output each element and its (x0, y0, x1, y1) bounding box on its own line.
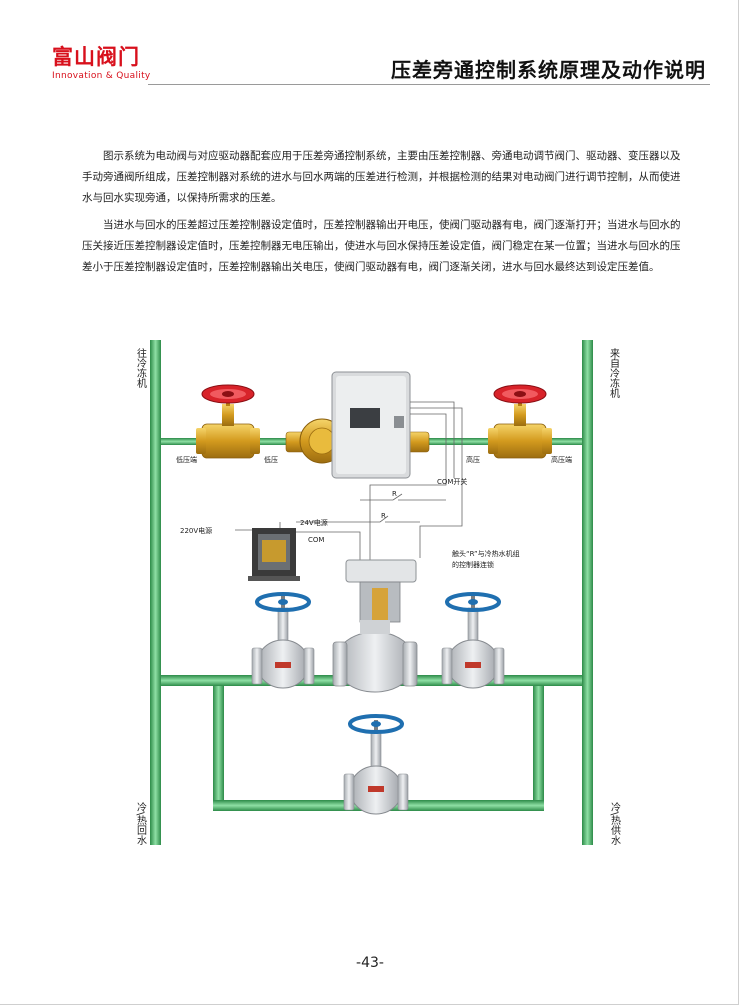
brand-logo: 富山阀门 Innovation & Quality (52, 45, 151, 81)
left-bypass-globe-valve (251, 592, 315, 689)
interlock-note-line-1: 触头“R”与冷热水机组 (452, 549, 520, 558)
r-contact-label-1: R (392, 490, 397, 498)
lower-loop-right (533, 686, 544, 811)
supply-water-label: 冷\热供水 (609, 801, 621, 846)
paragraph-1: 图示系统为电动阀与对应驱动器配套应用于压差旁通控制系统，主要由压差控制器、旁通电… (82, 150, 681, 204)
to-chiller-label: 往冷冻机 (135, 347, 147, 389)
left-main-pipe (150, 340, 161, 845)
differential-pressure-controller (299, 371, 411, 479)
blue-handwheel-icon (348, 714, 404, 734)
high-end-label: 高压端 (551, 455, 572, 464)
left-manual-stop-valve (196, 384, 260, 459)
r-contact-label-2: R (381, 512, 386, 520)
blue-handwheel-icon (445, 592, 501, 612)
right-manual-stop-valve (488, 384, 552, 459)
brand-name: 富山阀门 (52, 45, 140, 69)
power-24v-label: 24V电源 (300, 518, 328, 527)
page-number: -43- (356, 955, 384, 971)
page-title: 压差旁通控制系统原理及动作说明 (391, 58, 706, 82)
header-divider (148, 84, 710, 85)
red-handwheel-icon (493, 384, 547, 404)
blue-handwheel-icon (255, 592, 311, 612)
red-handwheel-icon (201, 384, 255, 404)
return-water-label: 冷\热回水 (135, 801, 147, 846)
from-chiller-label: 来自冷冻机 (608, 348, 620, 399)
high-label: 高压 (466, 455, 480, 464)
bypass-control-diagram: 往冷冻机 来自冷冻机 冷\热回水 冷\热供水 (135, 340, 621, 846)
description-text: 图示系统为电动阀与对应驱动器配套应用于压差旁通控制系统，主要由压差控制器、旁通电… (82, 146, 686, 278)
to-chiller-text: 往冷冻机 (135, 347, 147, 389)
paragraph-2: 当进水与回水的压差超过压差控制器设定值时，压差控制器输出开电压，使阀门驱动器有电… (82, 219, 681, 273)
com-switch-label: COM开关 (437, 477, 467, 486)
manual-bypass-valve (343, 714, 409, 815)
right-bypass-globe-valve (441, 592, 505, 689)
control-wiring (235, 401, 463, 560)
low-end-label: 低压端 (176, 455, 197, 464)
brand-tagline: Innovation & Quality (52, 71, 151, 81)
lower-loop-left (213, 686, 224, 811)
electric-regulating-valve (332, 559, 418, 693)
power-220v-label: 220V电源 (180, 526, 212, 535)
com-label: COM (308, 536, 324, 544)
from-chiller-text: 来自冷冻机 (608, 348, 620, 399)
interlock-note-line-2: 的控制器连锁 (452, 560, 494, 569)
low-label: 低压 (264, 455, 278, 464)
right-main-pipe (582, 340, 593, 845)
transformer (248, 528, 300, 581)
